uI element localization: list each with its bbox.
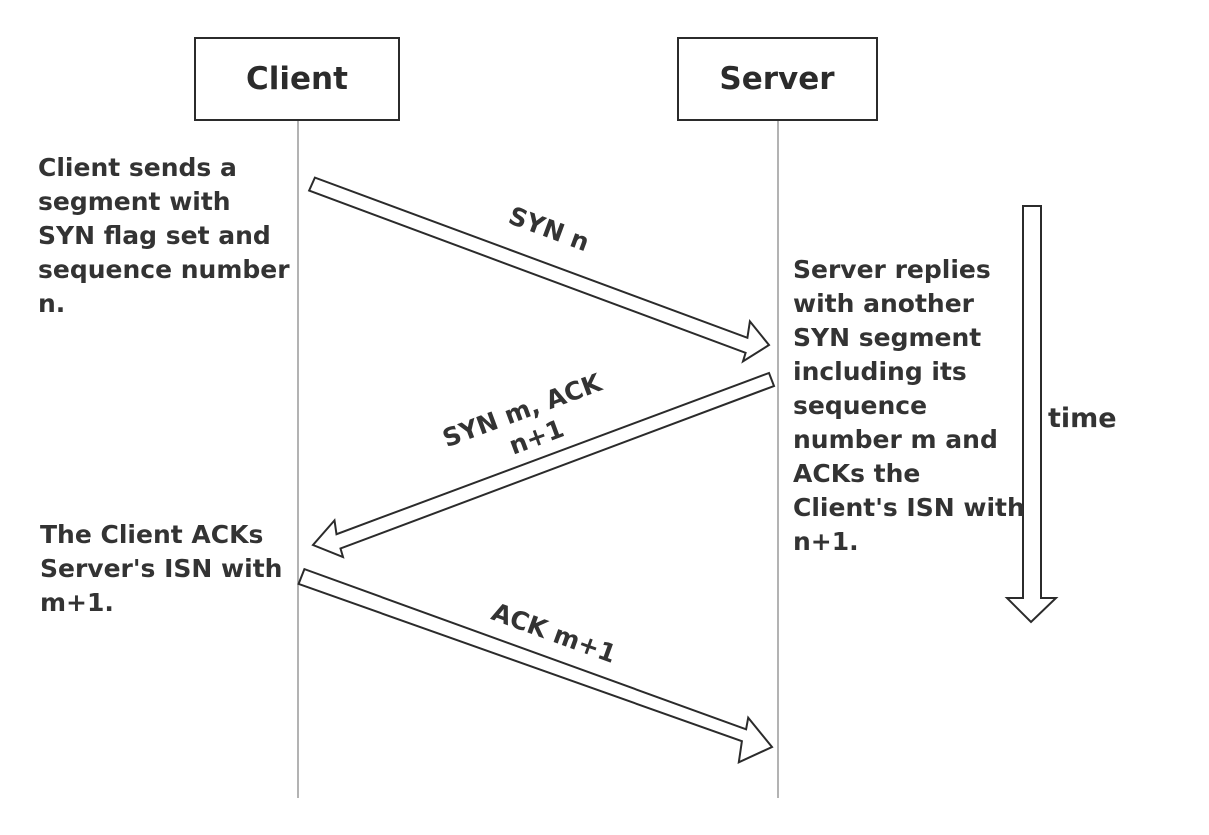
time-label: time [1048, 403, 1117, 434]
syn-message-label: SYN n [505, 201, 593, 257]
note-line: including its [793, 357, 967, 386]
note-line: sequence number [38, 255, 290, 284]
note-line: with another [793, 289, 975, 318]
syn-message-line: SYN n [505, 201, 593, 257]
note-line: Client sends a [38, 153, 237, 182]
note-line: sequence [793, 391, 927, 420]
note-line: SYN flag set and [38, 221, 271, 250]
note-line: m+1. [40, 588, 114, 617]
note-line: n+1. [793, 527, 859, 556]
server-box: Server [677, 37, 878, 121]
server-synack-note: Server replies with another SYN segment … [793, 255, 1034, 556]
note-line: ACKs the [793, 459, 920, 488]
syn-arrow [307, 176, 771, 364]
note-line: SYN segment [793, 323, 981, 352]
note-line: Server replies [793, 255, 991, 284]
note-line: number m and [793, 425, 998, 454]
client-box: Client [194, 37, 400, 121]
server-label: Server [719, 61, 835, 97]
note-line: The Client ACKs [40, 520, 263, 549]
note-line: Client's ISN with [793, 493, 1025, 522]
synack-arrow [311, 371, 776, 559]
client-syn-note: Client sends a segment with SYN flag set… [38, 153, 298, 318]
time-arrow [1004, 205, 1059, 624]
ack-arrow [297, 567, 774, 764]
note-line: n. [38, 289, 65, 318]
note-line: segment with [38, 187, 231, 216]
client-ack-note: The Client ACKs Server's ISN with m+1. [40, 520, 291, 617]
client-label: Client [246, 61, 348, 97]
note-line: Server's ISN with [40, 554, 282, 583]
